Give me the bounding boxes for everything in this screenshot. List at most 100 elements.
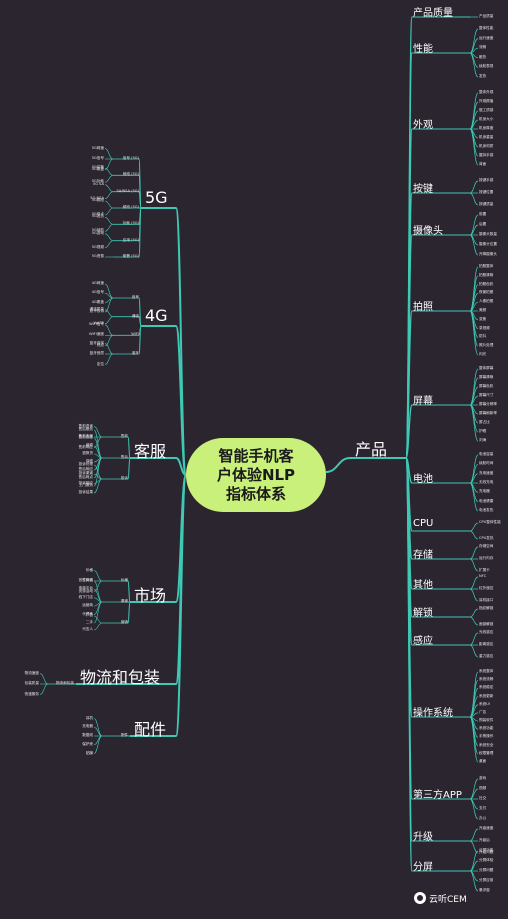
root-line-3: 指标体系 [225,484,286,503]
edge-product-leaf-12-0 [469,632,479,646]
edge-root-product [325,457,351,473]
product-leaf-16-4: 悬浮窗 [479,888,490,892]
edge-left-leaf-5-0-1 [93,726,103,737]
edge-left-group-2-0 [127,436,131,459]
left-leaf-2-1-2: 维修 [85,443,93,447]
edge-product-leaf-5-0 [469,266,479,312]
edge-left-leaf-3-1-0 [93,580,103,603]
product-leaf-1-1: 运行速度 [479,35,494,40]
product-leaf-13-4: 系统UI [479,701,490,706]
edge-left-leaf-0-1-0 [104,168,114,176]
edge-product-leaf-11-0 [469,608,479,618]
edge-left-leaf-0-0-0 [104,148,114,160]
edge-product-sub-6 [405,404,413,459]
left-leaf-0-3-1: 5G双卡 [91,212,104,216]
edge-left-leaf-1-1-0 [104,309,114,317]
product-leaf-14-0: 游戏 [479,776,487,780]
edge-left-group-3-2 [127,601,131,624]
product-leaf-7-3: 无线充电 [479,480,494,484]
product-leaf-6-2: 屏幕色彩 [479,384,494,388]
product-sub-label-10: 其他 [413,580,433,591]
edge-left-leaf-1-2-2 [104,335,114,347]
product-leaf-9-0: 存储空间 [479,544,494,548]
left-leaf-4-0-1: 包装质量 [24,681,39,685]
edge-product-leaf-10-0 [469,576,479,590]
product-sub-label-0: 产品质量 [413,8,453,19]
product-leaf-6-3: 屏幕尺寸 [479,393,494,397]
left-group-2-2: 投诉 [120,476,128,480]
edge-left-leaf-2-2-3 [93,478,103,494]
left-leaf-2-1-4: 保修 [85,459,93,463]
product-leaf-15-0: 升级速度 [479,826,494,830]
edge-left-leaf-3-1-5 [93,601,103,624]
branch-label-left-4: 物流和包装 [80,668,161,687]
left-leaf-1-3-1: 蓝牙音质 [89,351,104,355]
left-leaf-1-0-1: 4G信号 [91,290,104,295]
edge-product-leaf-6-8 [469,404,479,442]
product-leaf-11-0: 指纹解锁 [479,606,494,610]
edge-left-leaf-5-0-3 [93,735,103,746]
product-leaf-7-1: 续航时间 [479,461,494,466]
edge-product-leaf-6-0 [469,368,479,406]
edge-product-leaf-1-0 [469,28,479,54]
root-node: 智能手机客 户体验NLP 指标体系 [186,438,326,512]
product-leaf-6-6: 屏占比 [479,420,490,424]
edge-left-leaf-0-2-1 [104,191,114,199]
edge-product-leaf-16-0 [469,850,479,872]
product-leaf-5-7: 录视频 [479,325,490,330]
product-leaf-5-10: 闪光 [479,352,487,356]
product-sub-label-9: 存储 [413,550,433,561]
product-leaf-8-1: CPU发热 [479,536,494,540]
product-leaf-3-0: 按键手感 [479,178,494,182]
left-leaf-3-1-5: 二手 [85,620,93,624]
left-leaf-1-0-3: 双卡双待 [89,309,104,313]
product-sub-label-12: 感应 [413,636,433,647]
product-leaf-6-0: 整体屏幕 [479,366,494,370]
product-leaf-7-5: 电池健康 [479,498,494,503]
left-leaf-2-1-6: 售后网点 [78,475,93,479]
left-leaf-0-2-1: 5G NSA [90,195,104,200]
branch-label-left-3: 市场 [134,586,167,605]
product-leaf-10-1: 红外遥控 [479,586,494,590]
left-leaf-1-2-2: 热点 [96,342,104,347]
product-leaf-1-2: 流畅 [479,45,487,50]
product-leaf-9-1: 运行内存 [479,556,494,560]
product-sub-label-11: 解锁 [413,608,433,619]
edge-left-leaf-2-1-1 [93,437,103,459]
edge-left-group-1-3 [138,325,142,355]
product-leaf-10-2: 耳机接口 [479,598,494,602]
product-leaf-13-1: 系统流畅 [479,677,494,682]
left-leaf-2-1-7: 上门服务 [78,483,93,487]
product-leaf-2-8: 背面 [479,162,487,166]
product-leaf-7-0: 电池容量 [479,452,494,456]
left-group-3-2: 营销 [120,620,128,624]
product-sub-label-4: 摄像头 [413,226,443,237]
left-leaf-5-0-0: 耳机 [85,715,93,720]
left-group-0-0: 信号 (5G) [122,156,139,160]
left-leaf-0-1-0: 5G切换 [91,165,104,170]
product-leaf-5-8: 防抖 [479,334,487,339]
product-leaf-10-0: NFC [479,574,487,578]
edge-left-leaf-1-3-2 [104,353,114,365]
left-leaf-5-0-4: 贴膜 [85,750,93,755]
product-leaf-16-0: 分屏功能 [479,848,494,852]
product-leaf-13-8: 手势操作 [479,734,494,739]
product-leaf-13-9: 系统安全 [479,742,494,747]
left-leaf-0-5-1: 5G视频 [91,244,104,249]
product-leaf-1-3: 散热 [479,54,487,59]
edge-left-leaf-5-0-0 [93,718,103,737]
root-line-2: 户体验NLP [216,465,296,484]
left-leaf-3-0-2: 优惠活动 [78,588,93,593]
product-leaf-4-0: 前置 [479,212,487,216]
left-group-2-1: 售后 [120,455,128,459]
left-leaf-2-0-1: 售前态度 [78,434,93,438]
edge-product-leaf-9-0 [469,546,479,560]
edge-left-leaf-1-3-0 [104,343,114,355]
edge-left-leaf-0-5-1 [104,240,114,248]
left-leaf-2-0-0: 售前咨询 [78,423,93,428]
left-leaf-1-2-0: WIFI信号 [89,321,104,326]
product-leaf-0-0: 产品质量 [479,14,494,18]
left-group-3-1: 渠道 [120,599,128,603]
left-leaf-2-0-2: 售前响应 [78,444,93,449]
product-leaf-16-1: 分屏体验 [479,858,494,862]
